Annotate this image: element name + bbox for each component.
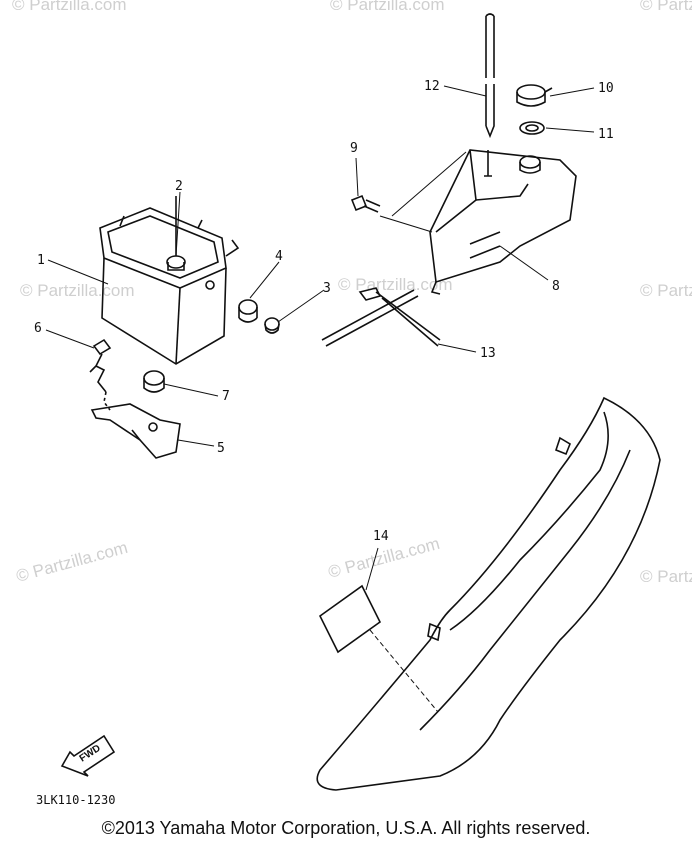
watermark: © Partzilla.com [14, 538, 130, 586]
watermark: © Partzilla.com [12, 0, 127, 14]
grommet-part-4 [238, 299, 258, 323]
callout-1: 1 [37, 253, 45, 268]
collar-part-3 [264, 317, 280, 334]
callout-numbers: 1 2 3 4 5 6 7 8 9 10 11 12 13 14 [34, 79, 614, 544]
watermark: © Partzilla.com [640, 567, 692, 586]
callout-13: 13 [480, 346, 496, 361]
side-cover [316, 396, 661, 791]
callout-11: 11 [598, 127, 614, 142]
bolt-part-2 [166, 196, 186, 271]
watermark: © Partzilla.com [330, 0, 445, 14]
leader-lines [45, 85, 595, 713]
gasket-part-11 [519, 121, 545, 135]
watermark: © Partzilla.com [640, 0, 692, 14]
battery-box [99, 207, 240, 365]
callout-7: 7 [222, 389, 230, 404]
watermark-layer: © Partzilla.com © Partzilla.com © Partzi… [12, 0, 692, 586]
caution-label-part-14 [318, 584, 382, 654]
callout-4: 4 [275, 249, 283, 264]
callout-10: 10 [598, 81, 614, 96]
watermark: © Partzilla.com [338, 275, 453, 294]
callout-8: 8 [552, 279, 560, 294]
callout-2: 2 [175, 179, 183, 194]
diagram-code: 3LK110-1230 [36, 793, 115, 807]
cap-part-10 [516, 84, 553, 107]
fwd-arrow-icon: FWD [60, 734, 116, 777]
bracket-part-5 [90, 403, 181, 459]
watermark: © Partzilla.com [640, 281, 692, 300]
tie-wrap-part-13 [321, 287, 441, 347]
bolt-part-6 [89, 338, 112, 411]
callout-9: 9 [350, 141, 358, 156]
reservoir-tank [429, 149, 577, 295]
callout-3: 3 [323, 281, 331, 296]
callout-12: 12 [424, 79, 440, 94]
grommet-part-7 [143, 370, 165, 393]
callout-5: 5 [217, 441, 225, 456]
copyright-notice: ©2013 Yamaha Motor Corporation, U.S.A. A… [101, 818, 591, 838]
callout-14: 14 [373, 529, 389, 544]
hose-part-12 [485, 13, 495, 139]
watermark: © Partzilla.com [20, 281, 135, 300]
bolt-part-9 [350, 194, 381, 213]
callout-6: 6 [34, 321, 42, 336]
